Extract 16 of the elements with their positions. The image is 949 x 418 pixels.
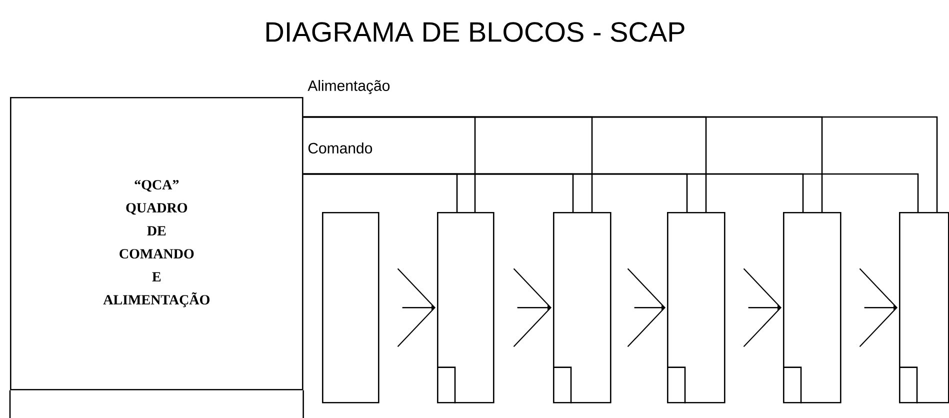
bus-line (303, 116, 938, 212)
arrow (859, 268, 898, 348)
bus-line (303, 173, 919, 212)
panel-box: “QCA” QUADRO DE COMANDO E ALIMENTAÇÃO (9, 97, 304, 418)
title: DIAGRAMA DE BLOCOS - SCAP (266, 22, 684, 42)
arrow (397, 268, 436, 348)
module-box (437, 212, 494, 404)
arrow (743, 268, 782, 348)
arrow (513, 268, 552, 348)
module-box (899, 212, 949, 404)
arrow (627, 268, 666, 348)
module-box (667, 212, 726, 404)
bus-label: Alimentação (308, 80, 390, 94)
module-box (322, 212, 380, 404)
module-box (783, 212, 842, 404)
module-box (553, 212, 612, 404)
